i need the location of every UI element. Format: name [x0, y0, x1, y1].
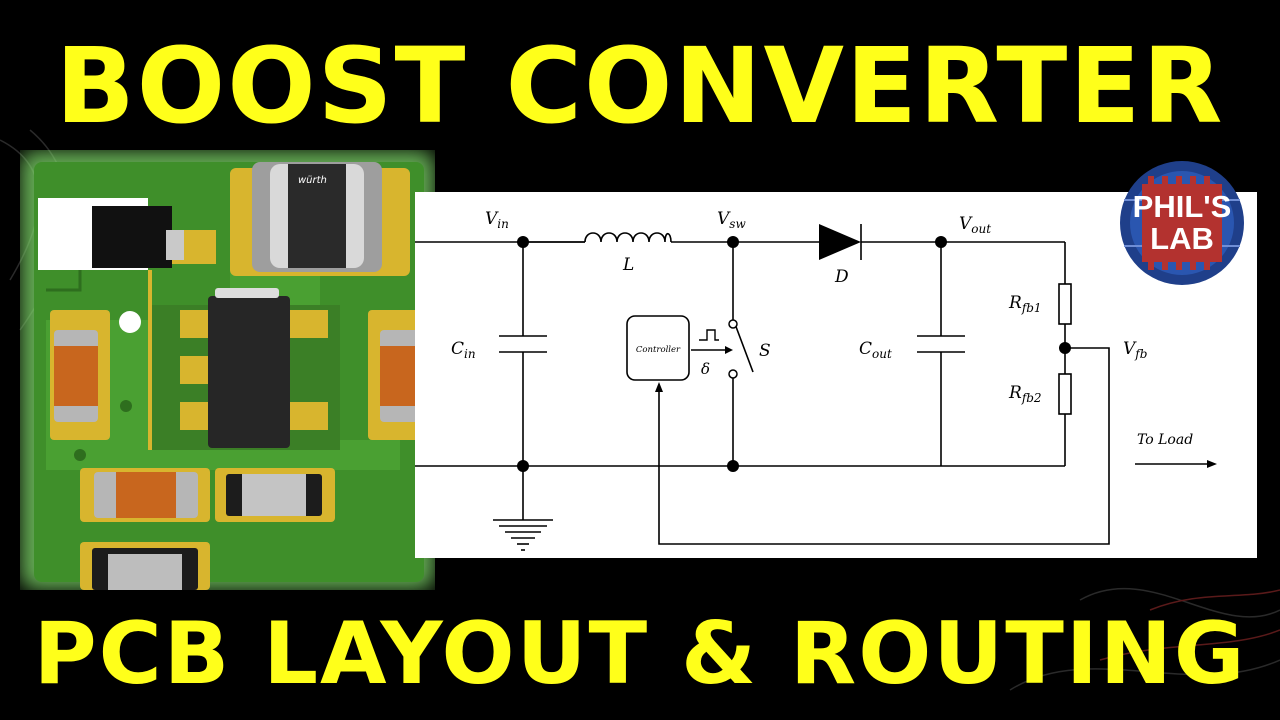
- label-vin: Vin: [485, 209, 509, 231]
- label-cout: Cout: [859, 339, 892, 361]
- label-rfb2: Rfb2: [1008, 383, 1042, 405]
- label-inductor: L: [622, 255, 634, 275]
- label-switch: S: [759, 341, 771, 361]
- input-cap: [54, 346, 98, 406]
- logo-text: PHIL'S LAB: [1114, 160, 1250, 286]
- inductor-symbol: [584, 232, 672, 243]
- label-vout: Vout: [959, 214, 991, 236]
- junction-vout: [935, 236, 947, 248]
- boost-converter-schematic: Vin Vsw Vout Vfb L D S δ Controller Cin …: [415, 192, 1257, 558]
- to-load-arrow: [1207, 460, 1217, 468]
- pcb-render: würth: [20, 150, 435, 590]
- schematic-background: [415, 192, 1257, 558]
- label-to-load: To Load: [1137, 432, 1193, 448]
- junction-vfb: [1059, 342, 1071, 354]
- phils-lab-logo: [1120, 161, 1244, 285]
- label-cin: Cin: [451, 339, 476, 361]
- logo-chip: [1142, 184, 1222, 262]
- title-pcb-layout-routing: PCB LAYOUT & ROUTING: [33, 604, 1247, 704]
- inductor-marking: würth: [298, 175, 327, 186]
- junction-vin: [517, 236, 529, 248]
- logo-text-line1: PHIL'S: [1132, 189, 1232, 224]
- diode-symbol: [819, 224, 861, 260]
- controller-ic: [208, 296, 290, 448]
- label-duty-cycle: δ: [701, 360, 710, 378]
- label-controller: Controller: [636, 345, 681, 355]
- label-vsw: Vsw: [717, 209, 746, 231]
- diode-package: [92, 206, 172, 268]
- switch-blade: [734, 323, 754, 373]
- label-vfb: Vfb: [1123, 339, 1147, 361]
- label-diode: D: [834, 267, 849, 287]
- controller-box: [626, 315, 690, 381]
- logo-text-line2: LAB: [1150, 221, 1214, 256]
- title-boost-converter: BOOST CONVERTER: [55, 25, 1225, 147]
- label-rfb1: Rfb1: [1008, 293, 1042, 315]
- junction-vsw: [727, 236, 739, 248]
- bottom-resistor: [242, 474, 306, 516]
- via-hole: [119, 311, 141, 333]
- bottom-cap: [116, 472, 176, 518]
